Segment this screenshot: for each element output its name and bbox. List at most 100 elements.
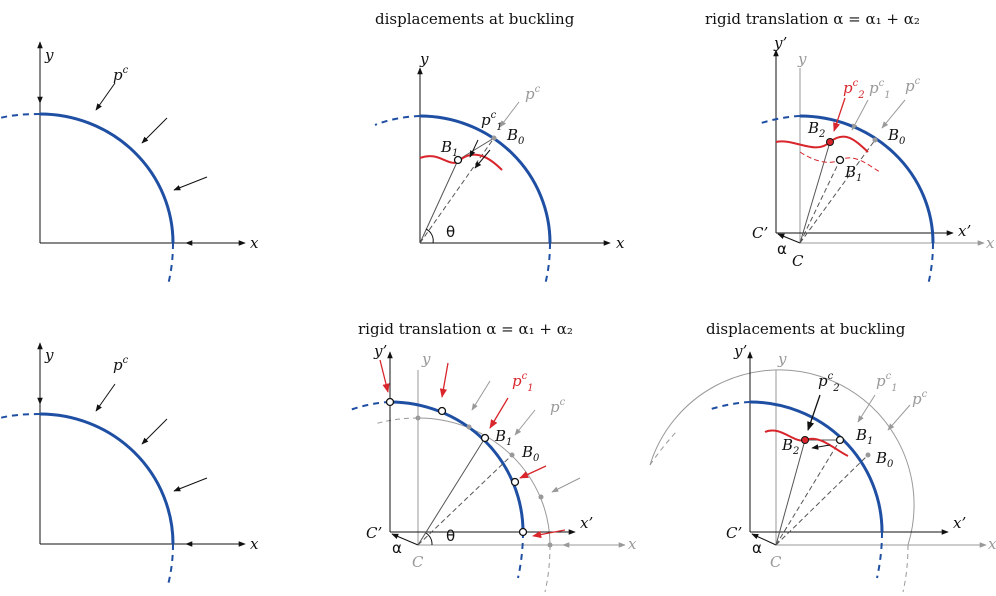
- B1-label: B1: [494, 427, 512, 448]
- B2-label: B2: [781, 436, 799, 457]
- point-B0: [872, 137, 878, 143]
- x-label: x: [250, 535, 259, 553]
- alpha-label: α: [392, 539, 402, 557]
- B0-label: B0: [521, 443, 540, 464]
- pressure-arrow-grey: [881, 99, 906, 129]
- pressure-arrow-p2: [807, 394, 821, 431]
- x-label: x: [628, 535, 637, 553]
- Cp-label: C’: [752, 224, 768, 242]
- pressure-arrow-p2: [833, 97, 846, 132]
- radius-line-dashed: [775, 454, 869, 546]
- alpha-label: α: [777, 240, 787, 258]
- panel-4: y x pc: [0, 342, 259, 586]
- yp-label: y’: [773, 34, 787, 52]
- pressure-label-p1: pc1: [481, 110, 503, 133]
- pressure-arrow-grey: [471, 380, 491, 411]
- yp-label: y’: [373, 342, 387, 360]
- xp-label: x’: [953, 514, 966, 532]
- y-label: y: [777, 350, 787, 368]
- x-label: x: [616, 234, 625, 252]
- pressure-label: pc: [113, 355, 129, 374]
- pressure-arrow-grey: [857, 394, 876, 423]
- alpha-vector: [391, 533, 419, 546]
- C-label: C: [792, 252, 804, 270]
- pressure-arrow-grey: [514, 409, 536, 436]
- pressure-arrow-p1: [469, 139, 479, 158]
- point-translated: [437, 406, 447, 416]
- radius-line-dashed: [799, 159, 841, 244]
- pressure-label: pc: [912, 389, 928, 408]
- pressure-arrow-grey: [851, 99, 869, 131]
- C-label: C: [770, 553, 782, 571]
- panel-6: displacements at buckling y’ y x’ x pc2 …: [649, 320, 996, 593]
- radius-line-dashed: [417, 454, 513, 546]
- theta-label: θ: [446, 223, 455, 241]
- pressure-arrow-red: [439, 362, 449, 398]
- ring-arc-original-dashed: [649, 431, 909, 593]
- pressure-label: pc: [905, 76, 921, 95]
- pressure-arrow: [173, 477, 208, 492]
- B1-label: B1: [844, 163, 862, 184]
- y-label: y: [44, 46, 54, 64]
- ring-arc: [389, 400, 525, 533]
- pressure-arrow-red: [519, 465, 547, 479]
- point-B2: [826, 138, 834, 146]
- radius-line: [775, 439, 806, 546]
- theta-arc: [425, 228, 434, 244]
- point-B1: [453, 155, 463, 165]
- point-B1: [835, 155, 845, 165]
- x-label: x: [986, 234, 995, 252]
- pressure-arrow-grey: [499, 101, 520, 128]
- Cp-label: C’: [366, 524, 382, 542]
- ring-arc: [799, 114, 935, 244]
- pressure-arrow: [95, 82, 116, 111]
- ring-arc-original-dashed: [374, 417, 551, 593]
- B0-label: B0: [887, 126, 906, 147]
- radius-line-dashed: [775, 439, 841, 546]
- point-original: [547, 542, 553, 548]
- pressure-label-p1: pc1: [512, 371, 534, 394]
- pressure-arrow: [95, 383, 116, 412]
- B0-label: B0: [875, 449, 894, 470]
- pressure-label-p2: pc2: [818, 371, 840, 394]
- alpha-label: α: [752, 539, 762, 557]
- ring-arc-dashed: [707, 401, 883, 579]
- panel-1: y x pc: [0, 41, 259, 286]
- pressure-label: pc: [113, 65, 129, 84]
- y-label: y: [421, 350, 431, 368]
- point-translated: [518, 527, 528, 537]
- alpha-vector: [777, 233, 801, 244]
- point-B1: [480, 433, 490, 443]
- point-original: [415, 415, 421, 421]
- point-B2: [801, 436, 809, 444]
- pressure-label: pc: [550, 397, 566, 416]
- yp-label: y’: [733, 342, 747, 360]
- pressure-arrow-grey: [551, 477, 581, 493]
- y-label: y: [419, 50, 429, 68]
- radius-line: [417, 437, 486, 546]
- point-original: [466, 424, 472, 430]
- x-label: x: [250, 234, 259, 252]
- panel-title: displacements at buckling: [706, 320, 906, 338]
- ring-arc: [419, 114, 552, 244]
- ring-arc-dashed: [0, 113, 174, 286]
- panel-2: displacements at buckling y x pc pc1 B1 …: [374, 10, 625, 286]
- B1-label: B1: [440, 138, 458, 159]
- xp-label: x’: [958, 222, 971, 240]
- pressure-arrow-red: [489, 397, 509, 429]
- ring-arc: [749, 400, 884, 533]
- ring-arc: [39, 412, 175, 545]
- point-original: [538, 494, 544, 500]
- pressure-label: pc: [525, 84, 541, 103]
- pressure-arrow: [141, 117, 168, 144]
- B0-label: B0: [506, 126, 525, 147]
- displacement-arrow: [811, 444, 831, 450]
- x-label: x: [988, 535, 996, 553]
- pressure-label-p1: pc1: [876, 371, 898, 394]
- ring-arc-original: [649, 369, 915, 546]
- panel-3: rigid translation α = α₁ + α₂ y’ y x’ x …: [705, 10, 995, 286]
- panel-title: rigid translation α = α₁ + α₂: [358, 320, 573, 338]
- alpha-vector: [751, 533, 777, 546]
- ring-arc-dashed: [0, 413, 174, 586]
